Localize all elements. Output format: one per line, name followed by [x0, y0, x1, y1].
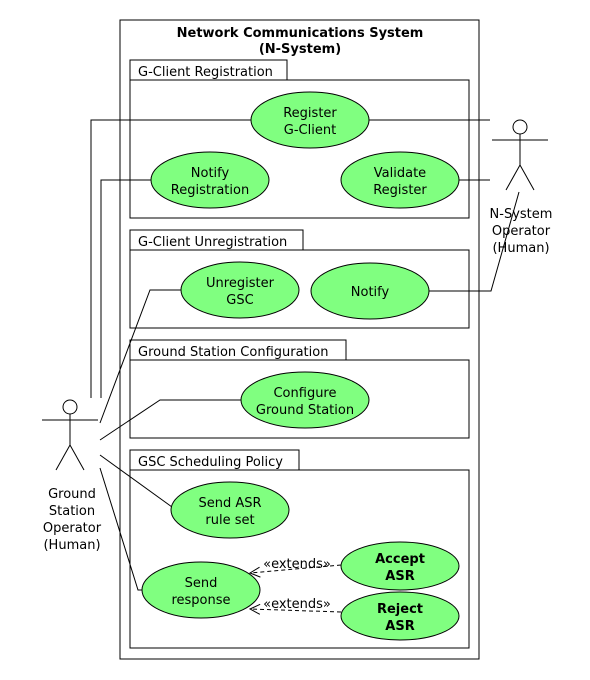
stick-figure-icon: [42, 399, 98, 471]
extends-relations: «extends» «extends»: [250, 557, 342, 612]
actor-label: N-System: [490, 207, 553, 222]
extends-accept-arrow: [250, 564, 342, 573]
use-case-label: Notify: [351, 285, 390, 300]
actor-label: Operator: [492, 224, 551, 239]
extends-reject-arrow: [250, 609, 342, 612]
use-case-label: ASR: [385, 619, 414, 634]
stick-figure-icon: [492, 119, 548, 191]
assoc-configure: [99, 399, 241, 441]
use-case-accept-asr[interactable]: Accept ASR: [340, 541, 460, 591]
use-case-unregister-gsc[interactable]: Unregister GSC: [180, 261, 300, 319]
use-case-label: Register: [283, 106, 337, 121]
use-case-label: Notify: [191, 166, 230, 181]
use-case-label: Reject: [377, 602, 423, 617]
use-case-reject-asr[interactable]: Reject ASR: [340, 591, 460, 641]
use-case-label: Registration: [171, 183, 249, 198]
assoc-register: [90, 119, 251, 398]
system-title: Network Communications System: [177, 26, 424, 41]
assoc-send-asr: [99, 454, 173, 508]
package-label: G-Client Registration: [138, 65, 273, 80]
use-case-label: ASR: [385, 569, 414, 584]
use-case-label: Register: [373, 183, 427, 198]
actor-label: (Human): [43, 538, 100, 553]
use-case-label: Accept: [375, 552, 425, 567]
actor-n-system-operator[interactable]: N-System Operator (Human): [490, 119, 553, 256]
use-case-label: Validate: [374, 166, 426, 181]
use-case-label: G-Client: [284, 123, 336, 138]
use-case-label: Configure: [273, 386, 336, 401]
use-case-notify[interactable]: Notify: [310, 262, 430, 320]
actor-label: Operator: [43, 521, 102, 536]
use-case-configure-ground-station[interactable]: Configure Ground Station: [240, 371, 370, 429]
use-case-label: Send ASR: [198, 496, 261, 511]
use-case-register-g-client[interactable]: Register G-Client: [250, 91, 370, 149]
use-case-label: Unregister: [206, 276, 275, 291]
use-case-label: rule set: [205, 513, 254, 528]
use-case-label: Ground Station: [256, 403, 354, 418]
use-case-label: Send: [185, 576, 218, 591]
assoc-unregister: [99, 289, 181, 424]
use-case-label: GSC: [226, 293, 253, 308]
use-case-send-response[interactable]: Send response: [141, 561, 261, 619]
extends-reject-label: «extends»: [263, 597, 331, 612]
assoc-notify-registration: [100, 179, 151, 398]
actor-ground-station-operator[interactable]: Ground Station Operator (Human): [42, 399, 102, 553]
actor-label: Ground: [48, 487, 96, 502]
assoc-notify-nsystem: [428, 191, 520, 292]
use-case-label: response: [171, 593, 230, 608]
assoc-send-response: [99, 467, 143, 591]
associations: [90, 119, 520, 591]
actor-label: (Human): [492, 241, 549, 256]
use-case-notify-registration[interactable]: Notify Registration: [150, 151, 270, 209]
system-subtitle: (N-System): [259, 42, 341, 57]
package-label: G-Client Unregistration: [138, 235, 287, 250]
extends-accept-label: «extends»: [263, 557, 331, 572]
actor-label: Station: [49, 504, 95, 519]
package-label: GSC Scheduling Policy: [138, 455, 283, 470]
package-label: Ground Station Configuration: [138, 345, 328, 360]
use-case-validate-register[interactable]: Validate Register: [340, 151, 460, 209]
use-case-send-asr-rule-set[interactable]: Send ASR rule set: [170, 481, 290, 539]
